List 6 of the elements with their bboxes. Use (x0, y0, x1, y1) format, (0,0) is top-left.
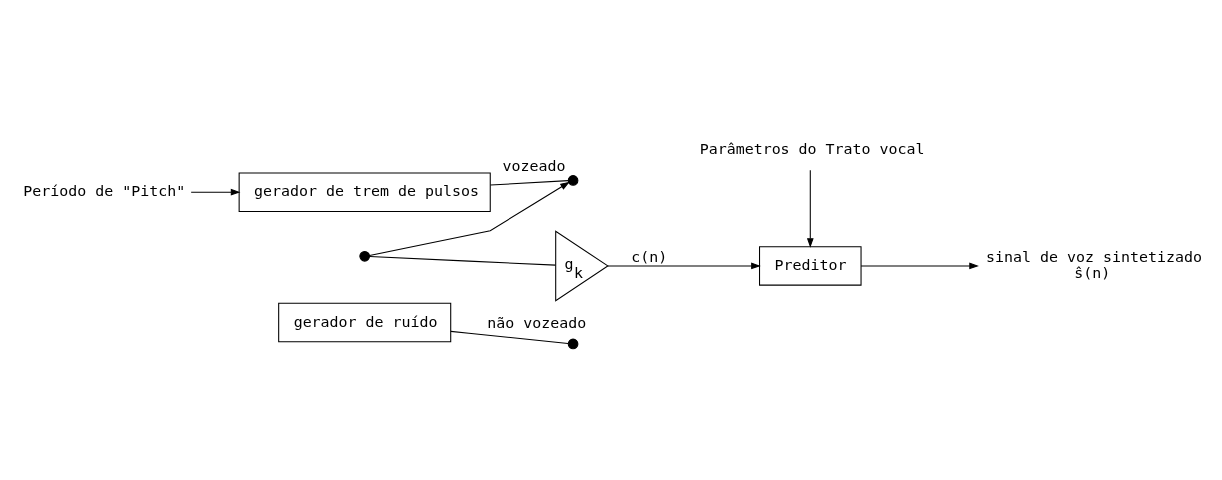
node-label: não vozeado (487, 314, 587, 333)
node-label: vozeado (502, 156, 566, 175)
node-text: Parâmetros do Trato vocal (699, 140, 925, 159)
node-text: Período de "Pitch" (23, 182, 186, 201)
node-text: sinal de voz sintetizado ŝ(n) (986, 247, 1202, 282)
edge-label: c(n) (631, 247, 668, 266)
